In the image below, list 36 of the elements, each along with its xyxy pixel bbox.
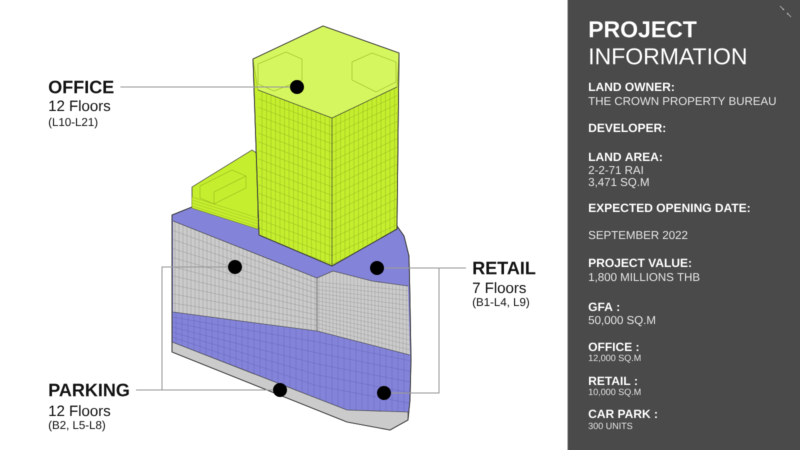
field-value: 300 UNITS [588, 422, 632, 430]
field-value: 3,471 SQ.M [588, 178, 649, 188]
leader-line [136, 266, 228, 390]
field-label: OFFICE : [588, 342, 638, 352]
marker-dot [228, 260, 242, 274]
field-value: 1,800 MILLIONS THB [589, 272, 700, 282]
floor-range: (B1-L4, L9) [472, 298, 529, 308]
floor-range: (B2, L5-L8) [48, 420, 105, 432]
field-label: LAND OWNER: [589, 82, 674, 92]
leader-line [390, 268, 466, 394]
field-value: 2-2-71 RAI [588, 166, 643, 174]
field-value: 50,000 SQ.M [588, 316, 655, 326]
field-label: RETAIL : [589, 376, 637, 385]
marker-dot [273, 383, 287, 397]
field-value: THE CROWN PROPERTY BUREAU [588, 96, 776, 106]
callout-heading: OFFICE [48, 80, 114, 94]
callout-heading: RETAIL [473, 262, 536, 274]
marker-dot [290, 80, 304, 94]
field-label: LAND AREA: [589, 152, 662, 161]
marker-dot [370, 261, 384, 275]
field-value: SEPTEMBER 2022 [588, 230, 688, 240]
field-label: GFA : [588, 302, 620, 312]
callout-heading: PARKING [49, 384, 129, 396]
panel-heading: PROJECT INFORMATION [590, 21, 746, 64]
marker-dot [377, 386, 391, 400]
floor-range: (L10-L21) [48, 118, 98, 128]
field-label: EXPECTED OPENING DATE: [589, 204, 750, 212]
field-label: DEVELOPER: [589, 124, 666, 132]
field-value: 12,000 SQ.M [588, 354, 640, 363]
leader-line [120, 86, 290, 88]
field-label: CAR PARK : [588, 410, 657, 418]
field-label: PROJECT VALUE: [589, 258, 691, 268]
floor-count: 7 Floors [472, 282, 526, 294]
field-value: 10,000 SQ.M [588, 388, 640, 397]
floor-count: 12 Floors [49, 405, 110, 416]
floor-count: 12 Floors [49, 100, 110, 112]
